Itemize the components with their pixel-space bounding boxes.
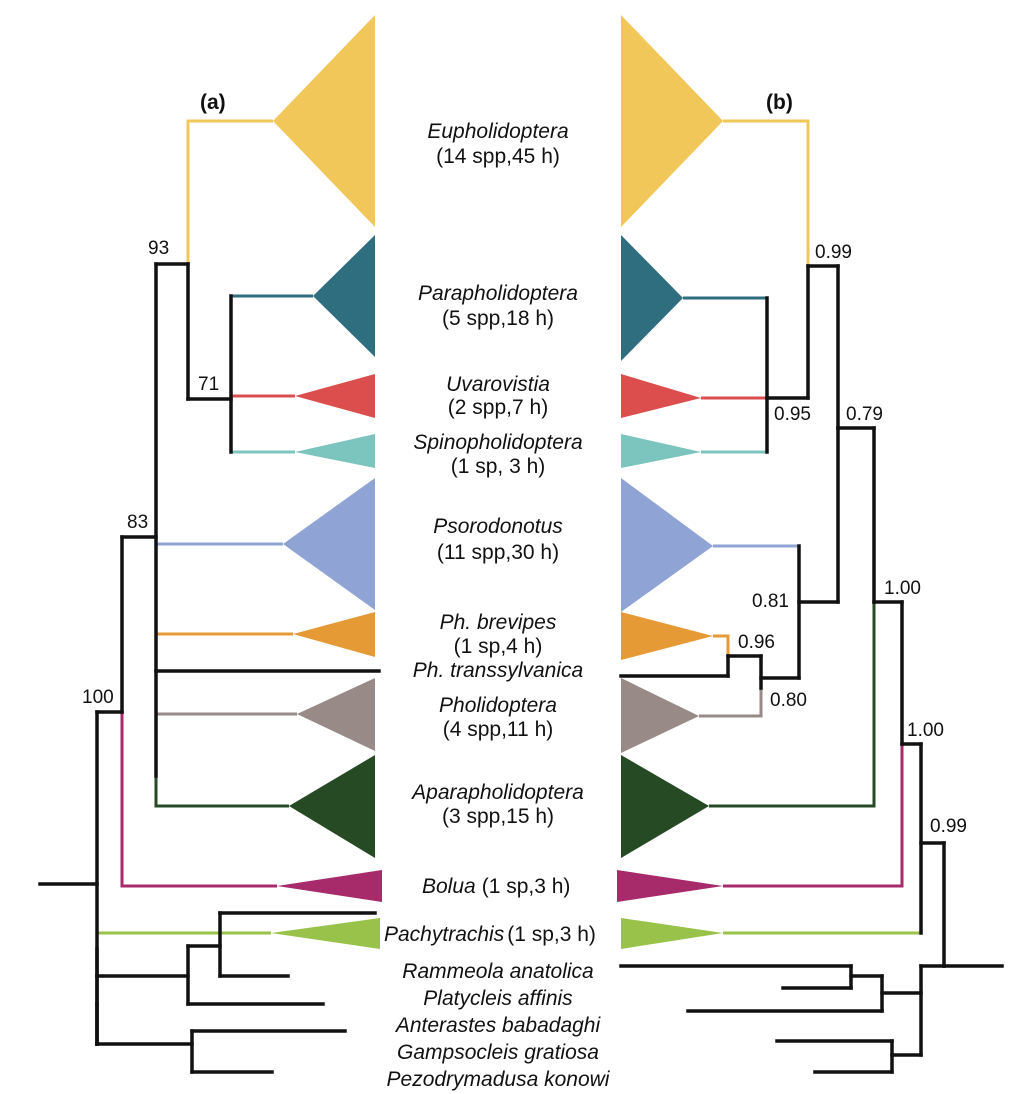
label-parapholidoptera-count: (5 spp,18 h)	[442, 307, 554, 330]
support-b-081: 0.81	[752, 591, 789, 612]
label-pholidoptera-name: Pholidoptera	[439, 694, 557, 717]
support-b-100-a: 1.00	[884, 578, 921, 599]
branch-b-ph-brevipes	[713, 634, 730, 656]
triangle-b-pholidoptera	[621, 678, 699, 753]
triangle-b-aparapholidoptera	[621, 755, 709, 858]
triangle-b-eupholidoptera	[621, 15, 723, 227]
support-b-100-b: 1.00	[907, 720, 944, 741]
label-spinopholidoptera-name: Spinopholidoptera	[413, 431, 582, 454]
support-b-079: 0.79	[846, 404, 883, 425]
triangle-b-uvarovistia	[621, 374, 701, 418]
label-bolua: Bolua (1 sp,3 h)	[422, 875, 570, 898]
support-a-83: 83	[127, 512, 148, 533]
label-pholidoptera-count: (4 spp,11 h)	[443, 718, 554, 741]
label-bolua-name: Bolua	[422, 875, 476, 898]
support-b-095: 0.95	[774, 404, 811, 425]
label-rammeola: Rammeola anatolica	[402, 960, 593, 983]
label-psorodonotus-count: (11 spp,30 h)	[437, 541, 559, 564]
triangle-b-psorodonotus	[621, 478, 713, 612]
label-aparapholidoptera-name: Aparapholidoptera	[410, 781, 584, 804]
support-b-099-top: 0.99	[815, 242, 852, 263]
triangle-a-eupholidoptera	[273, 15, 375, 227]
label-eupholidoptera-count: (14 spp,45 h)	[436, 145, 560, 168]
branch-b-eupholidoptera	[723, 119, 810, 266]
support-b-099-bot: 0.99	[930, 816, 967, 837]
label-aparapholidoptera-count: (3 spp,15 h)	[442, 805, 554, 828]
triangle-a-aparapholidoptera	[289, 755, 375, 858]
label-pachytrachis-name: Pachytrachis	[384, 923, 505, 946]
label-pachytrachis: Pachytrachis(1 sp,3 h)	[384, 923, 596, 946]
branch-a-aparapholidoptera	[154, 776, 289, 808]
support-b-080: 0.80	[770, 690, 807, 711]
triangle-a-pachytrachis	[271, 918, 380, 949]
panel-label-a: (a)	[200, 91, 226, 114]
label-gampsocleis: Gampsocleis gratiosa	[397, 1041, 599, 1064]
branch-b-aparapholidoptera	[709, 602, 876, 808]
triangle-b-parapholidoptera	[621, 235, 683, 361]
triangle-a-ph-brevipes	[293, 612, 375, 657]
label-bolua-count: (1 sp,3 h)	[482, 875, 571, 898]
label-pachytrachis-count: (1 sp,3 h)	[507, 923, 596, 946]
label-eupholidoptera-name: Eupholidoptera	[427, 120, 568, 143]
outgroup-labels: Rammeola anatolica Platycleis affinis An…	[387, 960, 611, 1091]
triangle-b-pachytrachis	[621, 918, 723, 949]
label-platycleis: Platycleis affinis	[423, 987, 573, 1010]
triangle-a-psorodonotus	[283, 478, 375, 610]
triangle-a-uvarovistia	[295, 374, 375, 418]
tree-a: 93 71 83 100 (a)	[38, 15, 382, 1074]
branch-a-bolua	[120, 712, 277, 888]
triangle-b-spinopholidoptera	[621, 434, 701, 468]
branch-b-bolua	[723, 744, 904, 888]
label-ph-brevipes-count: (1 sp,4 h)	[454, 635, 543, 658]
label-ph-brevipes-name: Ph. brevipes	[440, 611, 557, 634]
label-uvarovistia-count: (2 spp,7 h)	[448, 396, 548, 419]
label-anterastes: Anterastes babadaghi	[394, 1014, 602, 1037]
label-pezodrymadusa: Pezodrymadusa konowi	[387, 1068, 611, 1091]
label-ph-transsylvanica: Ph. transsylvanica	[413, 659, 583, 682]
support-a-71: 71	[198, 374, 219, 395]
branch-a-eupholidoptera	[186, 119, 273, 264]
triangle-a-parapholidoptera	[313, 235, 375, 357]
triangle-b-bolua	[617, 870, 723, 902]
support-b-096: 0.96	[738, 632, 775, 653]
triangle-a-pholidoptera	[297, 678, 375, 751]
branch-b-pholidoptera	[699, 688, 763, 718]
taxon-labels: Eupholidoptera (14 spp,45 h) Parapholido…	[410, 120, 584, 828]
panel-label-b: (b)	[766, 91, 793, 114]
label-spinopholidoptera-count: (1 sp, 3 h)	[451, 455, 546, 478]
support-a-100: 100	[82, 687, 114, 708]
support-a-93: 93	[148, 238, 169, 259]
tree-b: 0.99 0.95 0.79 0.81 0.96 0.80 1.00 1.00 …	[617, 15, 1004, 1074]
triangle-b-ph-brevipes	[621, 612, 713, 660]
triangle-a-bolua	[277, 870, 382, 902]
triangle-a-spinopholidoptera	[295, 434, 375, 468]
label-psorodonotus-name: Psorodonotus	[433, 515, 563, 538]
label-parapholidoptera-name: Parapholidoptera	[418, 282, 578, 305]
label-uvarovistia-name: Uvarovistia	[446, 373, 550, 396]
